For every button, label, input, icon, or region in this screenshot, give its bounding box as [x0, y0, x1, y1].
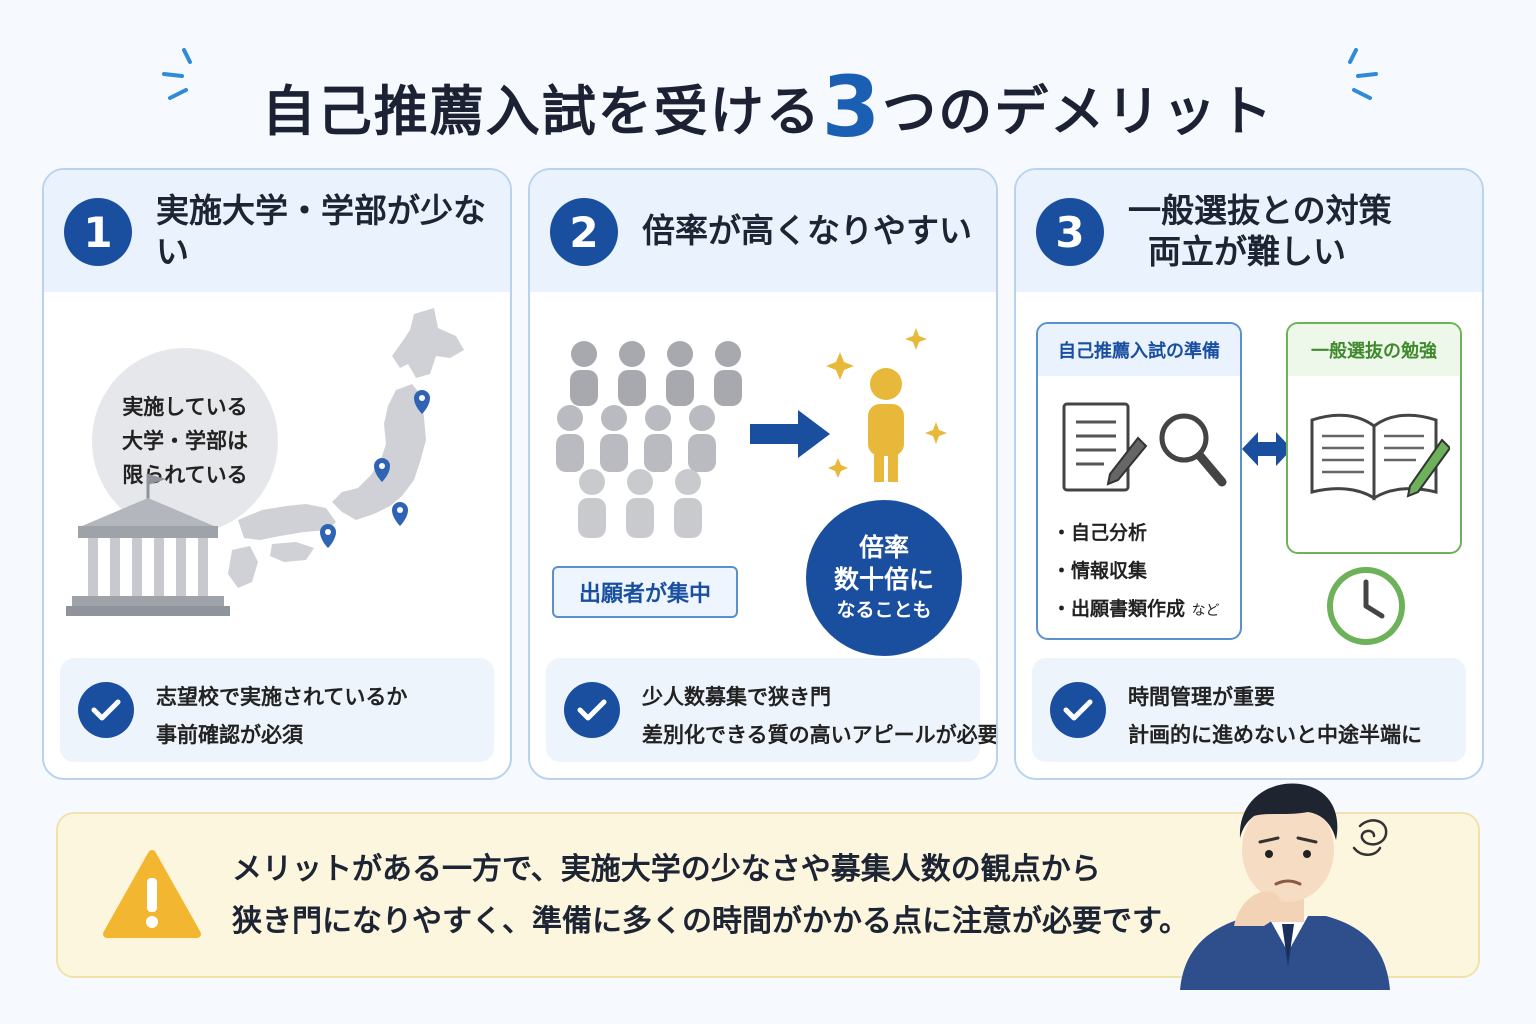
- prep-item: ・自己分析: [1052, 522, 1148, 544]
- card-note: 時間管理が重要 計画的に進めないと中途半端に: [1032, 658, 1466, 762]
- clock-icon: [1327, 567, 1405, 645]
- card-number-badge: 1: [64, 198, 132, 266]
- map-pin-icon: [320, 390, 430, 548]
- double-arrow-icon: [1242, 432, 1292, 466]
- arrow-right-icon: [750, 410, 830, 458]
- magnifier-icon: [1159, 413, 1227, 487]
- warning-line: メリットがある一方で、実施大学の少なさや募集人数の観点から: [232, 852, 1101, 887]
- card-title: 実施大学・学部が少ない: [156, 190, 486, 271]
- card-title: 一般選抜との対策 両立が難しい: [1128, 170, 1472, 292]
- card-title: 倍率が高くなりやすい: [642, 211, 972, 251]
- bubble-line: 限られている: [122, 463, 248, 487]
- people-crowd-icon: [556, 341, 742, 538]
- document-pencil-icon: [1062, 402, 1148, 492]
- warning-icon: [103, 850, 201, 938]
- check-icon: [78, 682, 134, 738]
- card-title-line: 両立が難しい: [1148, 232, 1346, 271]
- note-line: 志望校で実施されているか: [156, 685, 408, 709]
- box-title: 一般選抜の勉強: [1288, 324, 1460, 376]
- star-icon: [826, 328, 947, 478]
- note-line: 時間管理が重要: [1128, 685, 1275, 709]
- bubble-line: 大学・学部は: [122, 429, 248, 453]
- prep-item-suffix: など: [1191, 603, 1220, 619]
- ratio-circle: 倍率 数十倍に なることも: [806, 500, 962, 656]
- card-note: 志望校で実施されているか 事前確認が必須: [60, 658, 494, 762]
- note-line: 差別化できる質の高いアピールが必要: [642, 723, 998, 747]
- card-note: 少人数募集で狭き門 差別化できる質の高いアピールが必要: [546, 658, 998, 762]
- note-line: 少人数募集で狭き門: [642, 685, 831, 709]
- card-number-badge: 3: [1036, 198, 1104, 266]
- page-title-before: 自己推薦入試を受ける: [261, 80, 822, 143]
- prep-item-text: ・出願書類作成: [1052, 598, 1186, 620]
- info-bubble: 実施している 大学・学部は 限られている: [92, 348, 278, 534]
- page-title-number: 3: [821, 58, 883, 156]
- demerit-card-1: 1 実施大学・学部が少ない 実施している 大学・学部は 限られている: [42, 168, 512, 780]
- box-title: 自己推薦入試の準備: [1038, 324, 1240, 376]
- card-title-line: 一般選抜との対策: [1128, 190, 1392, 230]
- card-header: 1 実施大学・学部が少ない: [44, 170, 510, 292]
- warning-banner: メリットがある一方で、実施大学の少なさや募集人数の観点から 狭き門になりやすく、…: [56, 812, 1480, 978]
- ratio-line: 倍率: [858, 533, 909, 562]
- person-icon: [826, 328, 947, 482]
- applicants-tag: 出願者が集中: [552, 566, 738, 618]
- page-title: 自己推薦入試を受ける3つのデメリット: [0, 52, 1536, 156]
- japan-map-icon: [228, 308, 464, 588]
- open-book-icon: [1310, 413, 1450, 501]
- warning-line: 狭き門になりやすく、準備に多くの時間がかかる点に注意が必要です。: [232, 904, 1189, 939]
- prep-item: ・情報収集: [1052, 560, 1148, 582]
- check-icon: [1050, 682, 1106, 738]
- university-building-icon: [66, 474, 230, 616]
- ratio-line: なることも: [836, 599, 932, 621]
- page-title-after: つのデメリット: [882, 80, 1275, 143]
- prep-item: ・出願書類作成 など: [1052, 590, 1220, 630]
- sparkle-icon-left: [162, 48, 192, 100]
- self-recommendation-prep-box: 自己推薦入試の準備 ・自己分析 ・情報収集 ・出願書類作成 など: [1036, 322, 1242, 640]
- demerit-card-3: 3 一般選抜との対策 両立が難しい 自己推薦入試の準備 ・自己分析 ・情報収集 …: [1014, 168, 1484, 780]
- sparkle-icon-right: [1348, 48, 1378, 100]
- note-line: 事前確認が必須: [156, 723, 303, 747]
- general-exam-study-box: 一般選抜の勉強: [1286, 322, 1462, 554]
- card-header: 3 一般選抜との対策 両立が難しい: [1016, 170, 1482, 292]
- bubble-line: 実施している: [122, 395, 248, 419]
- demerit-card-2: 2 倍率が高くなりやすい 出願者が集中: [528, 168, 998, 780]
- note-line: 計画的に進めないと中途半端に: [1128, 723, 1422, 747]
- card-number-badge: 2: [550, 198, 618, 266]
- card-header: 2 倍率が高くなりやすい: [530, 170, 996, 292]
- worried-man-icon: [1180, 783, 1390, 990]
- check-icon: [564, 682, 620, 738]
- ratio-line: 数十倍に: [833, 565, 934, 594]
